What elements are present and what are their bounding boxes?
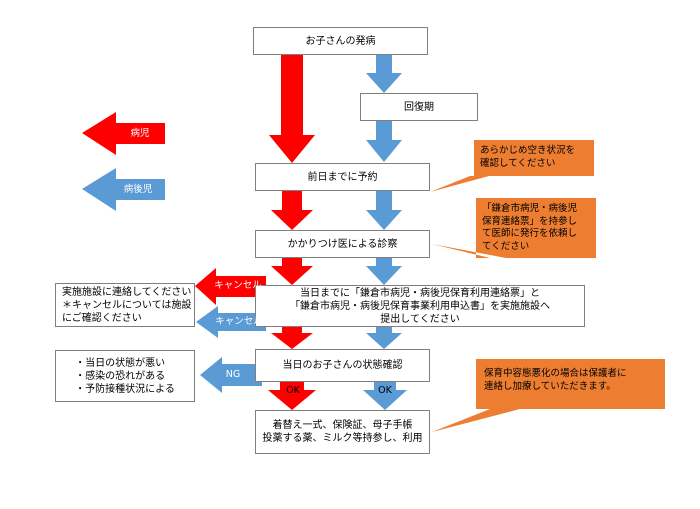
ng-blue-left-arrow: [200, 357, 262, 393]
ok-red-label: OK: [286, 385, 300, 396]
blue-down-arrow-4: [366, 258, 402, 285]
step-recovery-text: 回復期: [404, 101, 434, 113]
legend-blue-label: 病後児: [123, 184, 153, 195]
cancel-blue-label: キャンセル: [215, 316, 263, 327]
step-onset-text: お子さんの発病: [305, 35, 376, 47]
step-check-text: 当日のお子さんの状態確認: [282, 360, 403, 371]
callout-vacancy-text: あらかじめ空き状況を 確認してください: [480, 145, 576, 169]
blue-down-arrow-5: [366, 327, 402, 349]
cancel-red-left-arrow: [195, 268, 266, 305]
blue-down-arrow-6: [363, 382, 407, 410]
callout-form-shape: [432, 198, 596, 258]
step-recovery-box: 回復期: [360, 93, 478, 121]
step-bring-box: 着替え一式、保険証、母子手帳 投薬する薬、ミルク等持参し、利用: [255, 410, 430, 454]
ng-reasons-text: ・当日の状態が悪い ・感染の恐れがある ・予防接種状況による: [75, 357, 175, 395]
cancel-blue-left-arrow: [196, 306, 266, 338]
step-bring-text: 着替え一式、保険証、母子手帳 投薬する薬、ミルク等持参し、利用: [262, 420, 423, 444]
step-exam-text: かかりつけ医による診察: [287, 238, 398, 250]
step-reserve-text: 前日までに予約: [307, 171, 378, 183]
blue-down-arrow-2: [366, 121, 402, 162]
step-exam-box: かかりつけ医による診察: [255, 230, 430, 258]
blue-down-arrow-1: [366, 55, 402, 93]
cancel-info-box: 実施施設に連絡してください ＊キャンセルについては施設 にご確認ください: [55, 283, 195, 327]
cancel-info-text: 実施施設に連絡してください ＊キャンセルについては施設 にご確認ください: [62, 286, 192, 324]
red-down-arrow-5: [268, 382, 316, 410]
callout-vacancy-shape: [430, 140, 594, 192]
red-down-arrow-4: [271, 327, 313, 349]
legend-red-arrow: [82, 112, 165, 155]
ng-reasons-box: ・当日の状態が悪い ・感染の恐れがある ・予防接種状況による: [55, 350, 195, 402]
red-down-arrow-2: [271, 191, 313, 230]
red-down-arrow-1: [269, 55, 315, 163]
step-check-box: 当日のお子さんの状態確認: [255, 349, 430, 382]
cancel-red-label: キャンセル: [214, 280, 262, 291]
red-down-arrow-3: [271, 258, 313, 285]
legend-red-label: 病児: [130, 128, 150, 139]
blue-down-arrow-3: [366, 191, 402, 230]
ng-label: NG: [225, 369, 241, 380]
step-onset-box: お子さんの発病: [253, 27, 428, 55]
callout-worsen-shape: [432, 359, 665, 432]
ok-blue-label: OK: [378, 385, 392, 396]
legend-blue-arrow: [82, 168, 165, 211]
step-submit-box: 当日までに「鎌倉市病児・病後児保育利用連絡票」と 「鎌倉市病児・病後児保育事業利…: [255, 285, 585, 327]
step-submit-text: 当日までに「鎌倉市病児・病後児保育利用連絡票」と 「鎌倉市病児・病後児保育事業利…: [290, 287, 550, 325]
callout-worsen-text: 保育中容態悪化の場合は保護者に 連絡し加療していただきます。: [484, 368, 627, 392]
callout-form-text: 「鎌倉市病児・病後児 保育連絡票」を持参し て医師に発行を依頼し てください: [482, 203, 578, 252]
step-reserve-box: 前日までに予約: [255, 163, 430, 191]
